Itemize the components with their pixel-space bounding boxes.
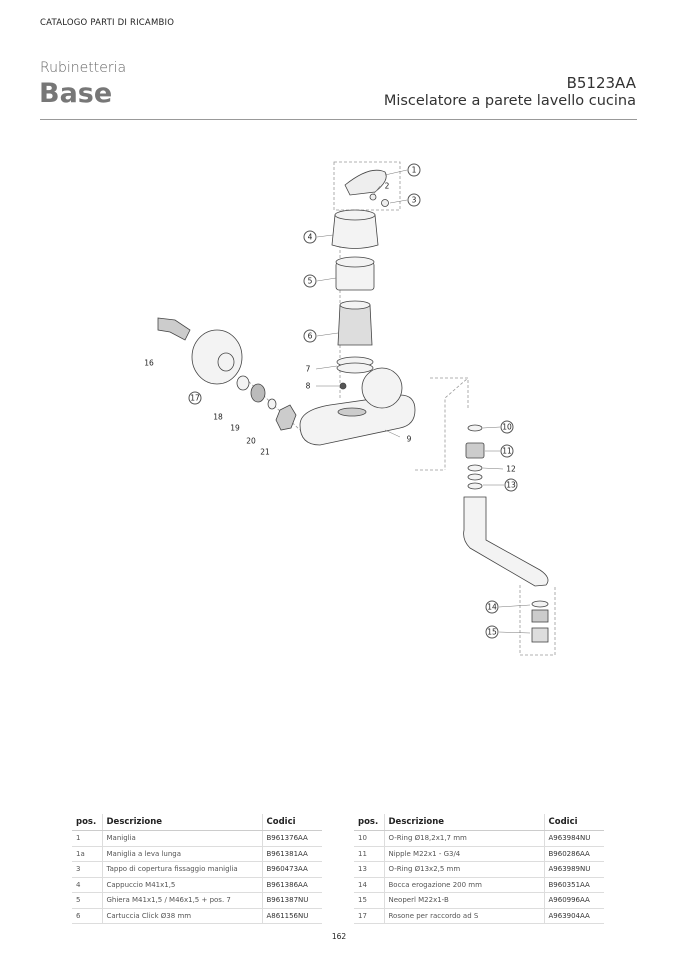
row-desc: Cartuccia Click Ø38 mm: [101, 908, 262, 924]
header-code: Codici: [261, 814, 322, 831]
row-desc: Neoperl M22x1-B: [383, 892, 544, 909]
row-pos: 5: [72, 892, 102, 909]
callout-12: 12: [506, 464, 516, 474]
row-code: A963904AA: [543, 908, 604, 924]
callout-8: 8: [305, 381, 311, 391]
callout-7: 7: [305, 364, 311, 374]
row-pos: 14: [354, 877, 384, 893]
s-fitting-part: [157, 317, 191, 341]
row-code: B960351AA: [543, 877, 604, 893]
row-code: A963984NU: [543, 830, 604, 847]
row-code: A960996AA: [543, 892, 604, 909]
row-desc: O-Ring Ø18,2x1,7 mm: [383, 830, 544, 847]
series-title: Base: [39, 78, 113, 109]
callout-18: 18: [213, 412, 223, 422]
header-pos: pos.: [72, 814, 102, 831]
row-code: B961386AA: [261, 877, 322, 893]
callout-20: 20: [246, 436, 256, 446]
row-code: B961376AA: [261, 830, 322, 847]
row-desc: Ghiera M41x1,5 / M46x1,5 + pos. 7: [101, 892, 262, 909]
exploded-diagram: [157, 161, 556, 656]
row-code: A861156NU: [261, 908, 322, 924]
row-pos: 10: [354, 830, 384, 847]
row-desc: Cappuccio M41x1,5: [101, 877, 262, 893]
row-code: A963989NU: [543, 861, 604, 878]
row-pos: 4: [72, 877, 102, 893]
callout-16: 16: [144, 358, 154, 368]
row-code: B960473AA: [261, 861, 322, 878]
row-pos: 6: [72, 908, 102, 924]
catalog-label: CATALOGO PARTI DI RICAMBIO: [40, 18, 175, 28]
row-code: B960286AA: [543, 846, 604, 862]
handle-part: [344, 169, 389, 207]
row-pos: 15: [354, 892, 384, 909]
callout-17: 17: [188, 391, 202, 405]
callout-9: 9: [406, 434, 412, 444]
row-desc: Maniglia: [101, 830, 262, 847]
callout-6: 6: [303, 329, 317, 343]
row-pos: 17: [354, 908, 384, 924]
page-number: 162: [331, 932, 347, 941]
spout-part: [463, 496, 549, 587]
callout-2: 2: [384, 181, 390, 191]
product-description: Miscelatore a parete lavello cucina: [383, 93, 636, 109]
callout-21: 21: [260, 447, 270, 457]
callout-5: 5: [303, 274, 317, 288]
row-desc: Maniglia a leva lunga: [101, 846, 262, 862]
row-code: B961381AA: [261, 846, 322, 862]
callout-19: 19: [230, 423, 240, 433]
callout-3: 3: [407, 193, 421, 207]
callout-13: 13: [504, 478, 518, 492]
callout-10: 10: [500, 420, 514, 434]
row-desc: O-Ring Ø13x2,5 mm: [383, 861, 544, 878]
row-pos: 13: [354, 861, 384, 878]
body-part: [299, 394, 416, 446]
row-desc: Tappo di copertura fissaggio maniglia: [101, 861, 262, 878]
row-pos: 1a: [72, 846, 102, 862]
row-desc: Bocca erogazione 200 mm: [383, 877, 544, 893]
cartridge-part: [337, 304, 373, 346]
row-pos: 11: [354, 846, 384, 862]
product-code: B5123AA: [566, 74, 636, 92]
header-code: Codici: [543, 814, 604, 831]
row-pos: 3: [72, 861, 102, 878]
callout-4: 4: [303, 230, 317, 244]
row-desc: Rosone per raccordo ad S: [383, 908, 544, 924]
rosette-part: [191, 329, 243, 385]
header-desc: Descrizione: [101, 814, 262, 831]
section-title: Rubinetteria: [40, 60, 127, 76]
header-desc: Descrizione: [383, 814, 544, 831]
row-pos: 1: [72, 830, 102, 847]
callout-1: 1: [407, 163, 421, 177]
callout-11: 11: [500, 444, 514, 458]
row-desc: Nipple M22x1 - G3/4: [383, 846, 544, 862]
header-divider: [40, 119, 637, 120]
row-code: B961387NU: [261, 892, 322, 909]
callout-15: 15: [485, 625, 499, 639]
header-pos: pos.: [354, 814, 384, 831]
callout-14: 14: [485, 600, 499, 614]
